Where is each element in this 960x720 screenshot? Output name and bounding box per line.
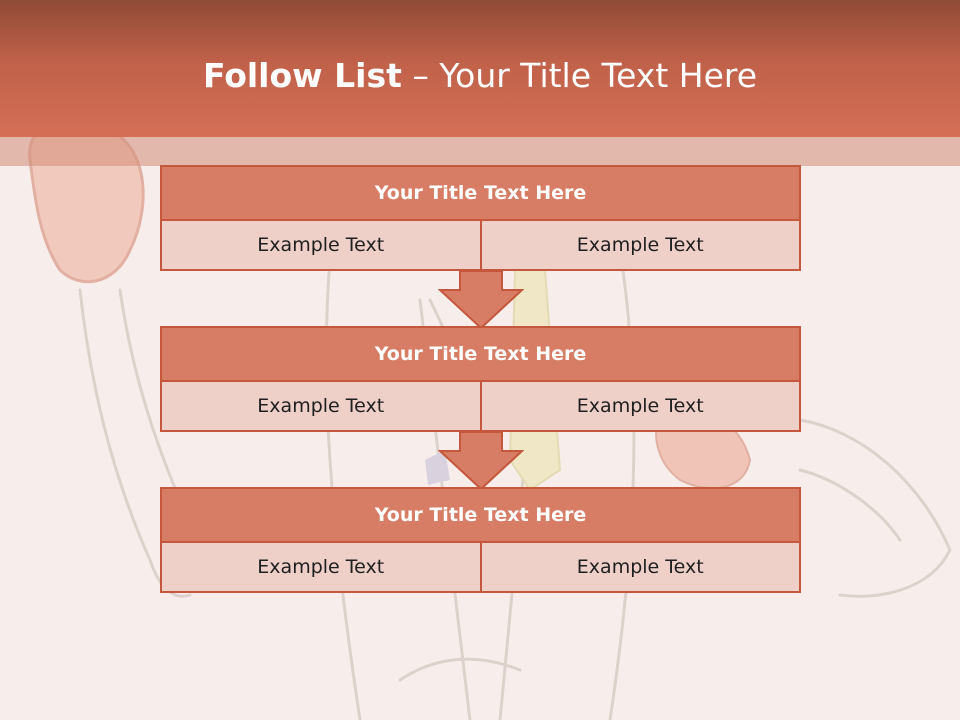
block-cell-right: Example Text xyxy=(481,382,801,432)
block-row: Example Text Example Text xyxy=(160,543,801,593)
block-title: Your Title Text Here xyxy=(160,326,801,382)
slide-title-bold: Follow List xyxy=(202,56,402,95)
block-cell-right: Example Text xyxy=(481,221,801,271)
block-title: Your Title Text Here xyxy=(160,165,801,221)
block-title: Your Title Text Here xyxy=(160,487,801,543)
block-cell-left: Example Text xyxy=(160,221,482,271)
down-arrow-icon xyxy=(438,270,524,330)
follow-block-3: Your Title Text Here Example Text Exampl… xyxy=(160,487,801,593)
block-cell-left: Example Text xyxy=(160,382,482,432)
header-bar xyxy=(0,0,960,137)
block-cell-left: Example Text xyxy=(160,543,482,593)
follow-block-2: Your Title Text Here Example Text Exampl… xyxy=(160,326,801,432)
follow-block-1: Your Title Text Here Example Text Exampl… xyxy=(160,165,801,271)
block-cell-right: Example Text xyxy=(481,543,801,593)
block-row: Example Text Example Text xyxy=(160,382,801,432)
block-row: Example Text Example Text xyxy=(160,221,801,271)
slide-title: Follow List – Your Title Text Here xyxy=(0,52,960,102)
down-arrow-icon xyxy=(438,431,524,491)
slide-title-rest: – Your Title Text Here xyxy=(401,56,758,95)
header-band xyxy=(0,137,960,166)
